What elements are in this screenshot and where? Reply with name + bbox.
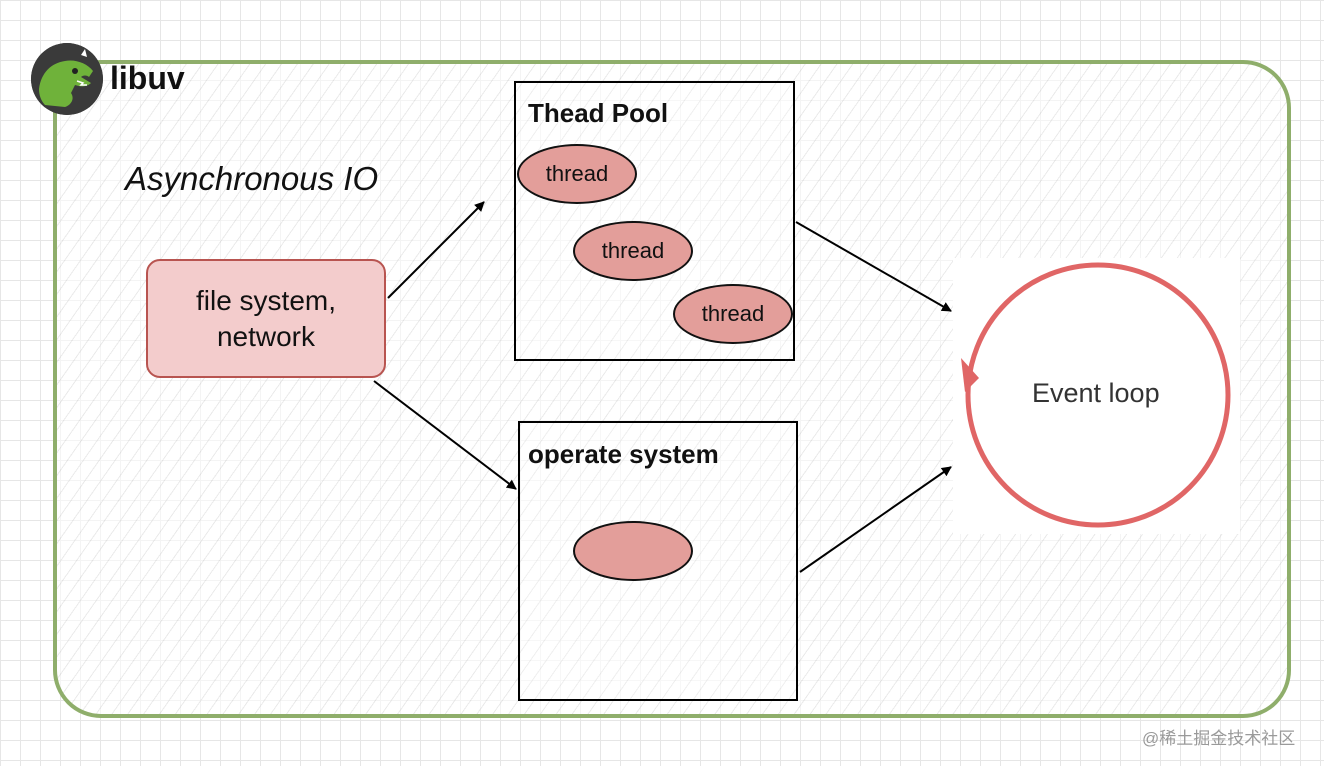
event-loop-panel	[953, 258, 1240, 534]
operate-system-title: operate system	[528, 439, 719, 469]
diagram-subtitle: Asynchronous IO	[125, 160, 379, 197]
circular-arrow-icon	[965, 262, 1231, 528]
io-source-line-1: file system,	[195, 284, 337, 316]
io-source-line-2: network	[216, 320, 316, 352]
brand-title: libuv	[110, 60, 185, 96]
arrow-source-to-thread-pool	[387, 201, 485, 299]
event-loop-label: Event loop	[1032, 378, 1160, 408]
watermark: @稀土掘金技术社区	[1142, 729, 1296, 748]
dinosaur-logo-icon	[31, 43, 103, 115]
thread-node-2: thread	[573, 221, 693, 281]
thread-node-1: thread	[517, 144, 637, 204]
os-node	[573, 521, 693, 581]
thread-pool-title: Thead Pool	[528, 98, 669, 128]
arrow-os-to-loop	[799, 466, 952, 573]
loop-arrowhead-icon	[961, 358, 979, 392]
io-source-node: file system, network	[146, 259, 386, 378]
arrow-source-to-os	[373, 380, 517, 490]
thread-node-3: thread	[673, 284, 793, 344]
arrow-thread-pool-to-loop	[795, 221, 952, 312]
